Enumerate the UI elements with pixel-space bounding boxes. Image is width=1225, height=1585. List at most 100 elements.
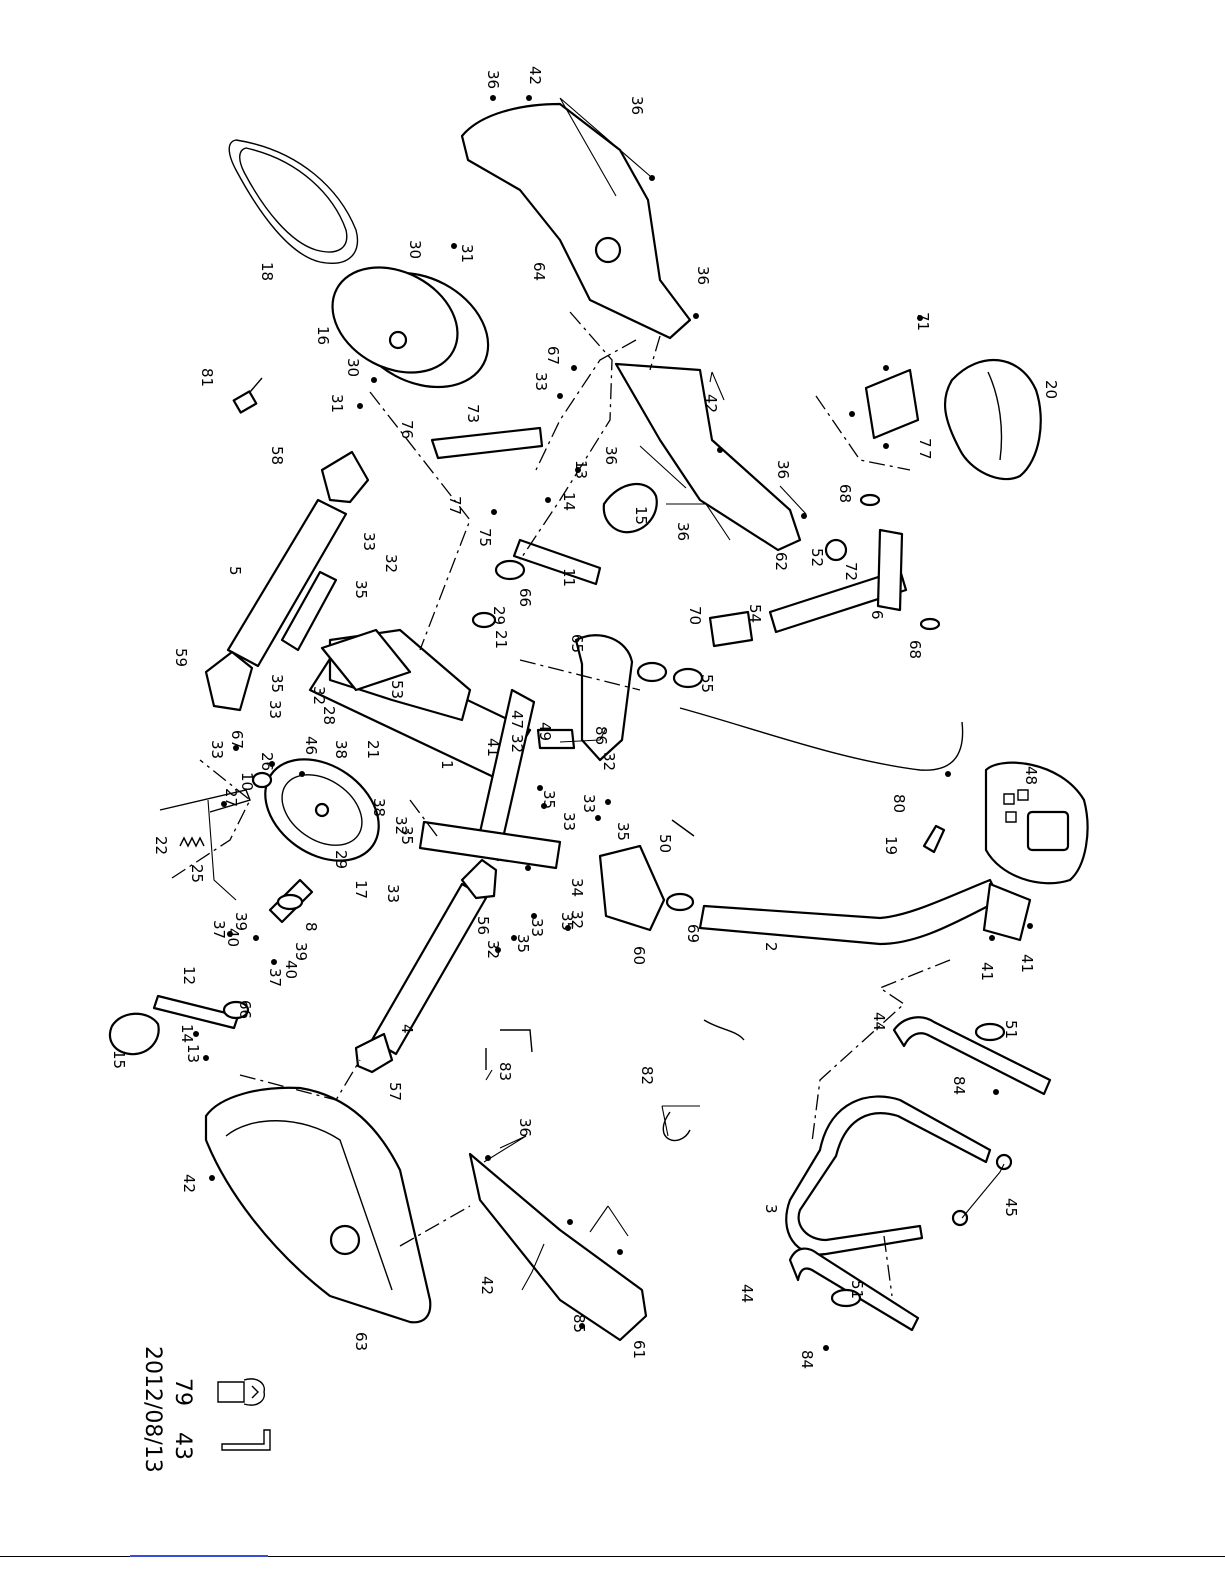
part-label: 7	[916, 450, 934, 460]
part-label: 30	[344, 358, 362, 377]
right-inner-shroud	[614, 362, 802, 552]
right-shroud-badge	[594, 236, 622, 264]
part-label: 66	[236, 1000, 254, 1019]
part-label: 36	[628, 96, 646, 115]
part-label: 73	[464, 404, 482, 423]
part-label: 37	[266, 968, 284, 987]
seat-post-top	[876, 528, 904, 612]
part-label: 68	[906, 640, 924, 659]
part-label: 35	[352, 580, 370, 599]
part-label: 46	[302, 736, 320, 755]
part-label: 14	[178, 1024, 196, 1043]
part-label: 29	[332, 850, 350, 869]
seat-bracket	[864, 368, 920, 440]
part-label: 3	[762, 1204, 780, 1214]
rear-end-cap-59	[204, 650, 254, 712]
wire-50	[671, 819, 695, 837]
part-label: 56	[474, 916, 492, 935]
part-label: 67	[228, 730, 246, 749]
part-label: 37	[210, 920, 228, 939]
handlebar-3	[785, 1095, 992, 1256]
tool-label-allen-key: 43	[170, 1432, 195, 1460]
part-label: 32	[392, 816, 410, 835]
part-label: 83	[496, 1062, 514, 1081]
tension-knob-49	[536, 728, 576, 750]
pulse-sensor-51-bottom	[830, 1288, 862, 1308]
upper-cover-65	[574, 634, 634, 762]
part-label: 5	[226, 566, 244, 576]
pedal-left	[108, 1012, 160, 1056]
part-label: 36	[774, 460, 792, 479]
saddle-groove	[987, 371, 1003, 461]
part-label: 15	[632, 506, 650, 525]
part-label: 1	[438, 760, 456, 770]
part-label: 28	[320, 706, 338, 725]
part-label: 81	[198, 368, 216, 387]
part-label: 58	[268, 446, 286, 465]
part-label: 25	[188, 864, 206, 883]
rear-stabilizer-bracket	[280, 570, 338, 652]
part-label: 12	[180, 966, 198, 985]
part-label: 35	[398, 826, 416, 845]
drive-belt-inner	[239, 147, 348, 253]
part-label: 85	[570, 1314, 588, 1333]
belt-pulley-inner	[281, 774, 363, 846]
tension-arm	[159, 789, 251, 813]
part-label: 32	[600, 752, 618, 771]
left-shroud-inner	[225, 1120, 393, 1291]
part-label: 70	[686, 606, 704, 625]
part-label: 36	[674, 522, 692, 541]
belt-pulley-hub	[314, 802, 330, 818]
part-label: 33	[560, 812, 578, 831]
bearing-66	[494, 559, 526, 581]
part-label: 31	[328, 394, 346, 413]
part-label: 42	[702, 394, 720, 413]
drawing-date: 2012/08/13	[140, 1346, 165, 1473]
lower-cover-60	[598, 844, 666, 932]
fastener-dots	[193, 95, 1033, 1351]
part-label: 71	[914, 312, 932, 331]
part-label: 41	[484, 738, 502, 757]
tool-label-wrench: 79	[170, 1378, 195, 1406]
part-label: 22	[152, 836, 170, 855]
right-shroud	[460, 102, 692, 340]
cable-83	[485, 1029, 533, 1070]
page-link-underline	[130, 1555, 268, 1557]
part-label: 39	[292, 942, 310, 961]
assembly-center-lines	[171, 311, 951, 1297]
part-label: 44	[738, 1284, 756, 1303]
rear-stabilizer-tube	[226, 498, 348, 668]
part-label: 35	[514, 934, 532, 953]
handlebar-cap-45a	[995, 1153, 1013, 1171]
grommet-70	[636, 661, 668, 683]
seat-post	[768, 568, 908, 634]
handlebar-grip-44-bottom	[788, 1247, 920, 1332]
flywheel-face	[331, 266, 459, 374]
sensor-wire	[249, 377, 263, 393]
seat-sleeve-54	[708, 610, 754, 648]
parts-drawing	[108, 102, 1089, 1342]
part-label: 84	[950, 1076, 968, 1095]
part-label: 7	[916, 438, 934, 448]
part-label: 45	[1002, 1198, 1020, 1217]
part-label: 11	[560, 568, 578, 587]
part-label: 61	[630, 1340, 648, 1359]
part-label: 80	[890, 794, 908, 813]
part-label: 32	[382, 554, 400, 573]
saddle	[944, 358, 1042, 481]
end-cap-68-bottom	[919, 617, 941, 631]
front-end-cap-56	[460, 858, 498, 900]
part-label: 60	[630, 946, 648, 965]
front-end-cap-57	[354, 1032, 394, 1074]
part-label: 69	[684, 924, 702, 943]
part-label: 36	[694, 266, 712, 285]
part-label: 27	[222, 788, 240, 807]
grommet-69	[665, 892, 695, 912]
part-label: 36	[602, 446, 620, 465]
crank-arm-left	[152, 994, 240, 1030]
part-label: 39	[232, 912, 250, 931]
sensor-block	[232, 390, 258, 414]
part-label: 67	[544, 346, 562, 365]
part-label: 50	[656, 834, 674, 853]
